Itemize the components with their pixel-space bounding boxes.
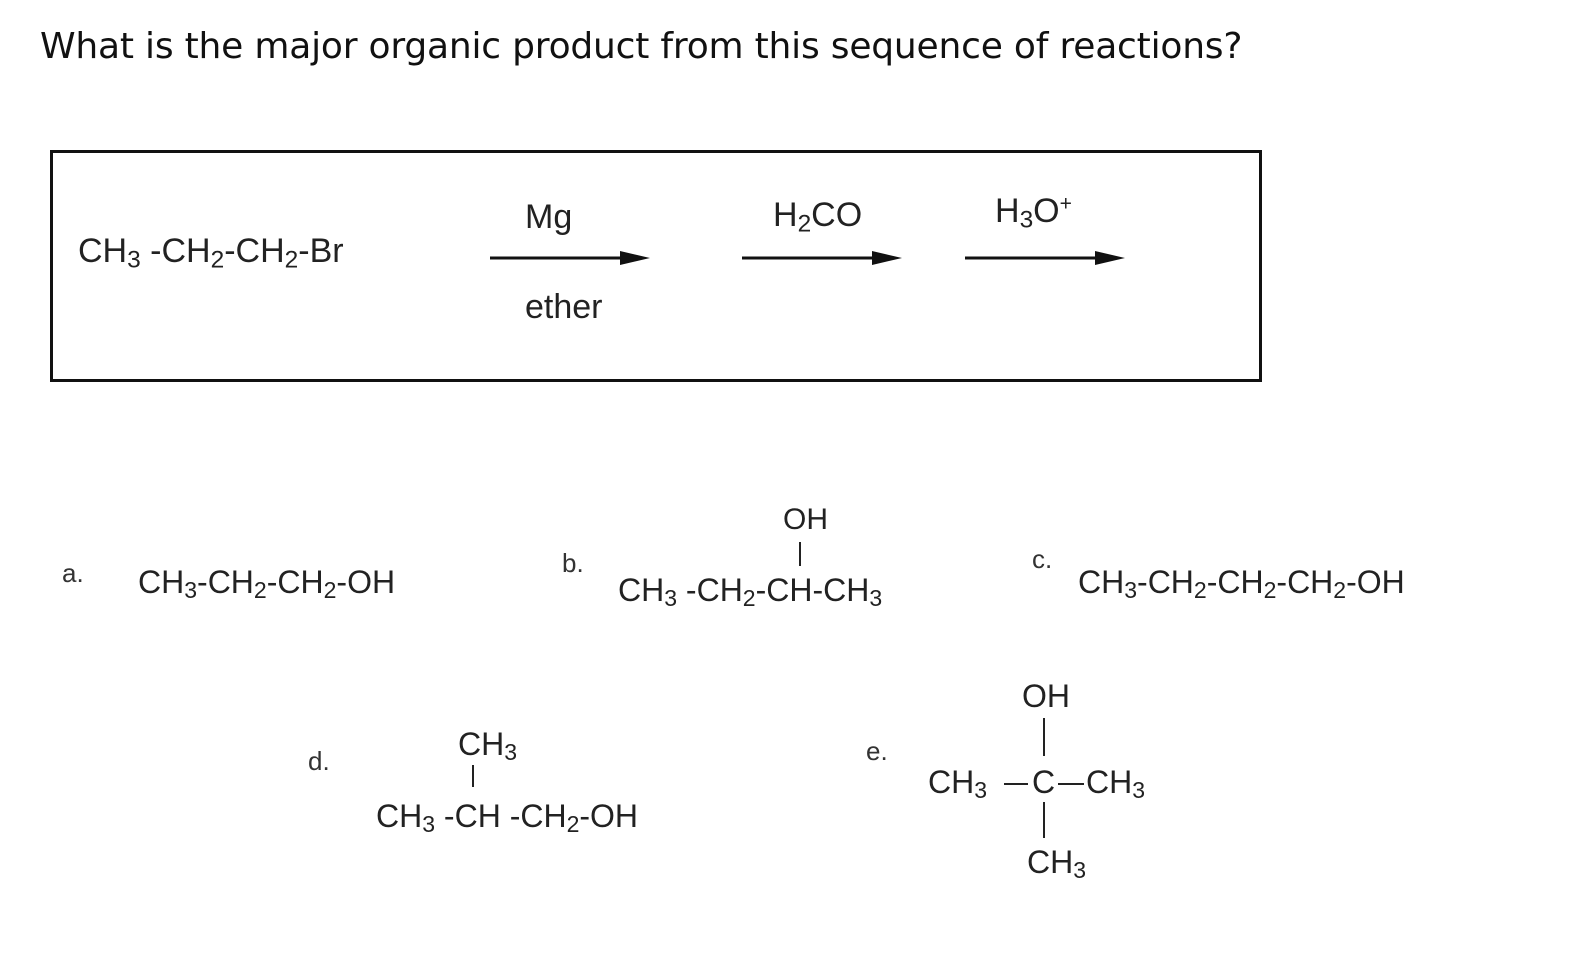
step2-arrow (742, 251, 902, 265)
formula-sub: 3 (422, 811, 436, 838)
step1-solvent-ether: ether (525, 288, 603, 326)
step1-arrow (490, 251, 650, 265)
sm-sub: 3 (127, 246, 141, 274)
option-d-methyl: CH3 (458, 726, 517, 764)
formula-part: CH (1078, 564, 1125, 600)
sm-part: -Br (298, 232, 344, 270)
question-text: What is the major organic product from t… (40, 26, 1243, 67)
option-e-central-carbon: C (1032, 764, 1056, 800)
option-e-left-methyl: CH3 (928, 764, 987, 802)
option-c-formula: CH3-CH2-CH2-CH2-OH (1078, 564, 1405, 602)
step2-part: H (773, 196, 798, 234)
step3-charge: + (1059, 192, 1072, 216)
step2-reagent-formaldehyde: H2CO (773, 196, 863, 236)
formula-sub: 3 (869, 585, 883, 612)
formula-sub: 3 (184, 577, 198, 604)
formula-part: -CH (677, 572, 743, 608)
formula-part: -CH (266, 564, 324, 600)
formula-part: -OH (1346, 564, 1405, 600)
step3-arrow (965, 251, 1125, 265)
option-b-bond (799, 542, 801, 566)
formula-part: -CH (197, 564, 254, 600)
formula-sub: 2 (1263, 577, 1277, 604)
formula-sub: 2 (742, 585, 756, 612)
formula-sub: 3 (1073, 857, 1087, 884)
step3-part: H (995, 192, 1020, 230)
step2-part: CO (811, 196, 863, 234)
sm-part: -CH (224, 232, 285, 270)
option-b-oh: OH (783, 503, 828, 536)
formula-sub: 2 (1333, 577, 1347, 604)
option-e-bond-top (1043, 718, 1045, 756)
formula-part: -CH (1276, 564, 1334, 600)
sm-sub: 2 (210, 246, 225, 274)
option-d-bond (472, 765, 474, 787)
option-a-label: a. (62, 558, 84, 588)
option-e-bond-left (1004, 783, 1028, 785)
reaction-scheme-box (50, 150, 1262, 382)
formula-part: -CH (1137, 564, 1194, 600)
option-e-label: e. (866, 736, 888, 766)
formula-part: CH (928, 764, 975, 800)
formula-sub: 2 (1193, 577, 1207, 604)
option-e-right-methyl: CH3 (1086, 764, 1145, 802)
formula-part: CH (376, 798, 423, 834)
sm-sub: 2 (284, 246, 299, 274)
formula-sub: 3 (664, 585, 678, 612)
formula-sub: 3 (504, 739, 518, 766)
formula-sub: 2 (323, 577, 337, 604)
formula-part: -CH (1206, 564, 1264, 600)
option-d-label: d. (308, 746, 330, 776)
formula-part: -OH (336, 564, 396, 600)
step1-reagent-mg: Mg (525, 198, 573, 236)
option-b-formula: CH3 -CH2-CH-CH3 (618, 572, 882, 610)
formula-sub: 3 (1132, 777, 1146, 804)
option-e-bond-bottom (1043, 802, 1045, 838)
step3-part: O (1033, 192, 1060, 230)
formula-part: CH (1027, 844, 1074, 880)
formula-part: -CH-CH (755, 572, 870, 608)
sm-part: -CH (140, 232, 211, 270)
step3-sub: 3 (1019, 206, 1034, 234)
formula-sub: 2 (253, 577, 267, 604)
formula-part: CH (618, 572, 665, 608)
sm-part: CH (78, 232, 128, 270)
step3-reagent-hydronium: H3O+ (995, 192, 1072, 232)
formula-sub: 3 (974, 777, 988, 804)
formula-part: CH (458, 726, 505, 762)
option-b-label: b. (562, 548, 584, 578)
formula-part: -OH (579, 798, 639, 834)
option-c-label: c. (1032, 544, 1053, 574)
option-e-bottom-methyl: CH3 (1027, 844, 1086, 882)
starting-material: CH3 -CH2-CH2-Br (78, 232, 344, 272)
option-e-oh: OH (1022, 678, 1070, 714)
option-d-formula: CH3 -CH -CH2-OH (376, 798, 639, 836)
formula-sub: 3 (1124, 577, 1138, 604)
formula-part: CH (1086, 764, 1133, 800)
formula-sub: 2 (566, 811, 580, 838)
option-e-bond-right (1058, 783, 1084, 785)
step2-sub: 2 (797, 210, 812, 238)
formula-part: -CH -CH (435, 798, 567, 834)
option-a-formula: CH3-CH2-CH2-OH (138, 564, 396, 602)
formula-part: CH (138, 564, 185, 600)
